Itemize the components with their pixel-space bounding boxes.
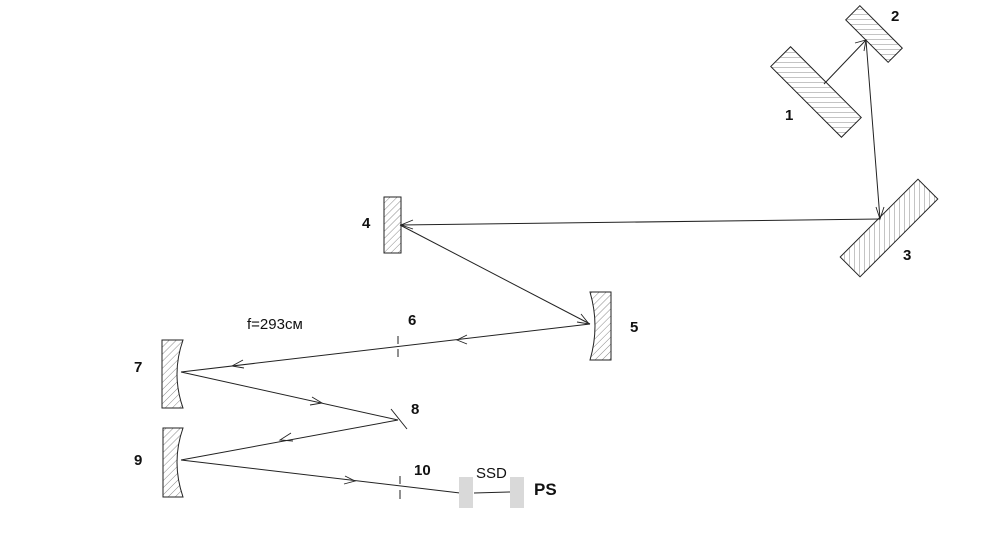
element-3-crystal [839, 178, 939, 278]
beam-3-4 [399, 218, 881, 226]
detector-block-left [459, 477, 473, 508]
element-7-concave-mirror [161, 339, 184, 409]
label-9: 9 [134, 452, 142, 469]
element-1-crystal [770, 46, 862, 138]
element-8-flat-mirror [390, 408, 408, 430]
beam-2-3 [865, 39, 881, 220]
label-8: 8 [411, 401, 419, 418]
beam-9-detector [180, 459, 461, 494]
beam-1-2 [823, 39, 867, 85]
label-3: 3 [903, 247, 911, 264]
element-2-crystal [845, 5, 903, 63]
beam-5-7 [180, 323, 591, 373]
focal-length-label: f=293см [247, 316, 303, 333]
element-4-flat-mirror [383, 196, 402, 254]
element-9-concave-mirror [162, 427, 184, 498]
detector-block-right [510, 477, 524, 508]
beam-detector-link [473, 491, 511, 494]
arrow-midway-9-10 [343, 475, 357, 485]
label-7: 7 [134, 359, 142, 376]
detector-label: SSD [476, 465, 507, 482]
arrow-midway-7-8 [309, 396, 324, 406]
arrow-to-5 [576, 313, 591, 325]
label-6: 6 [408, 312, 416, 329]
element-5-concave-mirror [589, 291, 612, 361]
label-10: 10 [414, 462, 431, 479]
beam-7-8 [180, 371, 399, 421]
label-5: 5 [630, 319, 638, 336]
arrow-midway-8-9 [278, 432, 294, 442]
arrow-midway-5-7 [455, 334, 468, 345]
label-2: 2 [891, 8, 899, 25]
beam-4-5 [399, 224, 591, 325]
beam-8-9 [180, 419, 399, 461]
label-1: 1 [785, 107, 793, 124]
arrow-to-7 [230, 359, 245, 369]
label-4: 4 [362, 215, 371, 232]
source-label: PS [534, 480, 557, 499]
